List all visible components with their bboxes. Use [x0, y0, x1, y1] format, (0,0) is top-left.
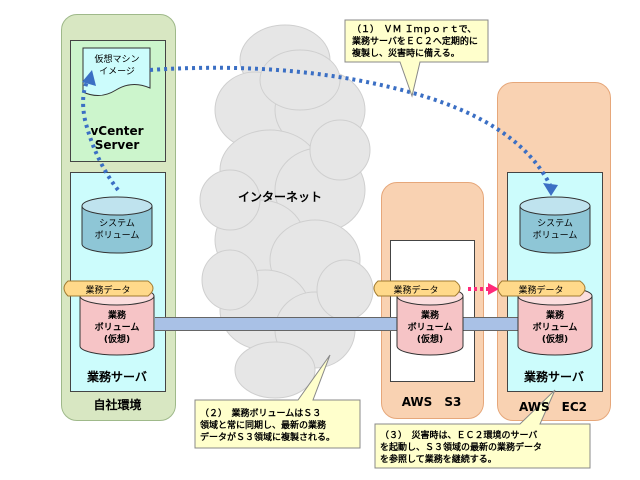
callout-2-text: （２） 業務ボリュームはＳ３ 領域と常に同期し、最新の業務 データがＳ３領域に複…	[200, 409, 336, 443]
vcenter-label: vCenter Server	[90, 124, 144, 152]
system-volume-right-cylinder	[519, 196, 591, 254]
business-server-right-label: 業務サーバ	[524, 370, 584, 384]
internet-label: インターネット	[237, 190, 322, 204]
business-volume-left-label: 業務 ボリューム (仮想)	[94, 311, 140, 345]
vm-import-arrow	[81, 65, 552, 192]
business-server-left-label: 業務サーバ	[87, 370, 147, 384]
business-data-tab-right	[497, 280, 586, 297]
callout-3-shape	[374, 389, 591, 469]
system-volume-right-label: システム ボリューム	[532, 219, 578, 241]
system-volume-left-label: システム ボリューム	[94, 219, 140, 241]
vm-image-document	[82, 47, 151, 96]
vm-import-arrowhead-right	[543, 183, 558, 196]
system-volume-left-cylinder	[81, 196, 153, 254]
callout-1-shape	[344, 19, 489, 98]
onprem-label: 自社環境	[93, 398, 142, 412]
vm-image-label: 仮想マシン イメージ	[94, 55, 140, 77]
business-volume-s3-label: 業務 ボリューム (仮想)	[407, 311, 453, 345]
vm-import-arrowhead-top	[82, 70, 96, 86]
restore-arrow	[468, 283, 499, 295]
callout-1-text: （１） ＶＭ Ｉｍｐｏｒｔで、 業務サーバをＥＣ２へ定期的に 複製し、災害時に備…	[352, 25, 478, 59]
business-volume-right-label: 業務 ボリューム (仮想)	[532, 311, 578, 345]
business-data-tab-s3-label: 業務データ	[393, 286, 439, 296]
business-data-tab-left-label: 業務データ	[85, 286, 131, 296]
business-data-tab-left	[63, 280, 154, 297]
business-data-tab-s3	[373, 280, 461, 297]
business-data-tab-right-label: 業務データ	[518, 286, 564, 296]
callout-2-shape	[194, 354, 361, 449]
callout-3-text: （３） 災害時は、ＥＣ２環境のサーバ を起動し、Ｓ３領域の最新の業務データ を参…	[380, 431, 543, 465]
aws-s3-label: AWS S3	[401, 395, 462, 409]
aws-ec2-label: AWS EC2	[519, 400, 587, 414]
